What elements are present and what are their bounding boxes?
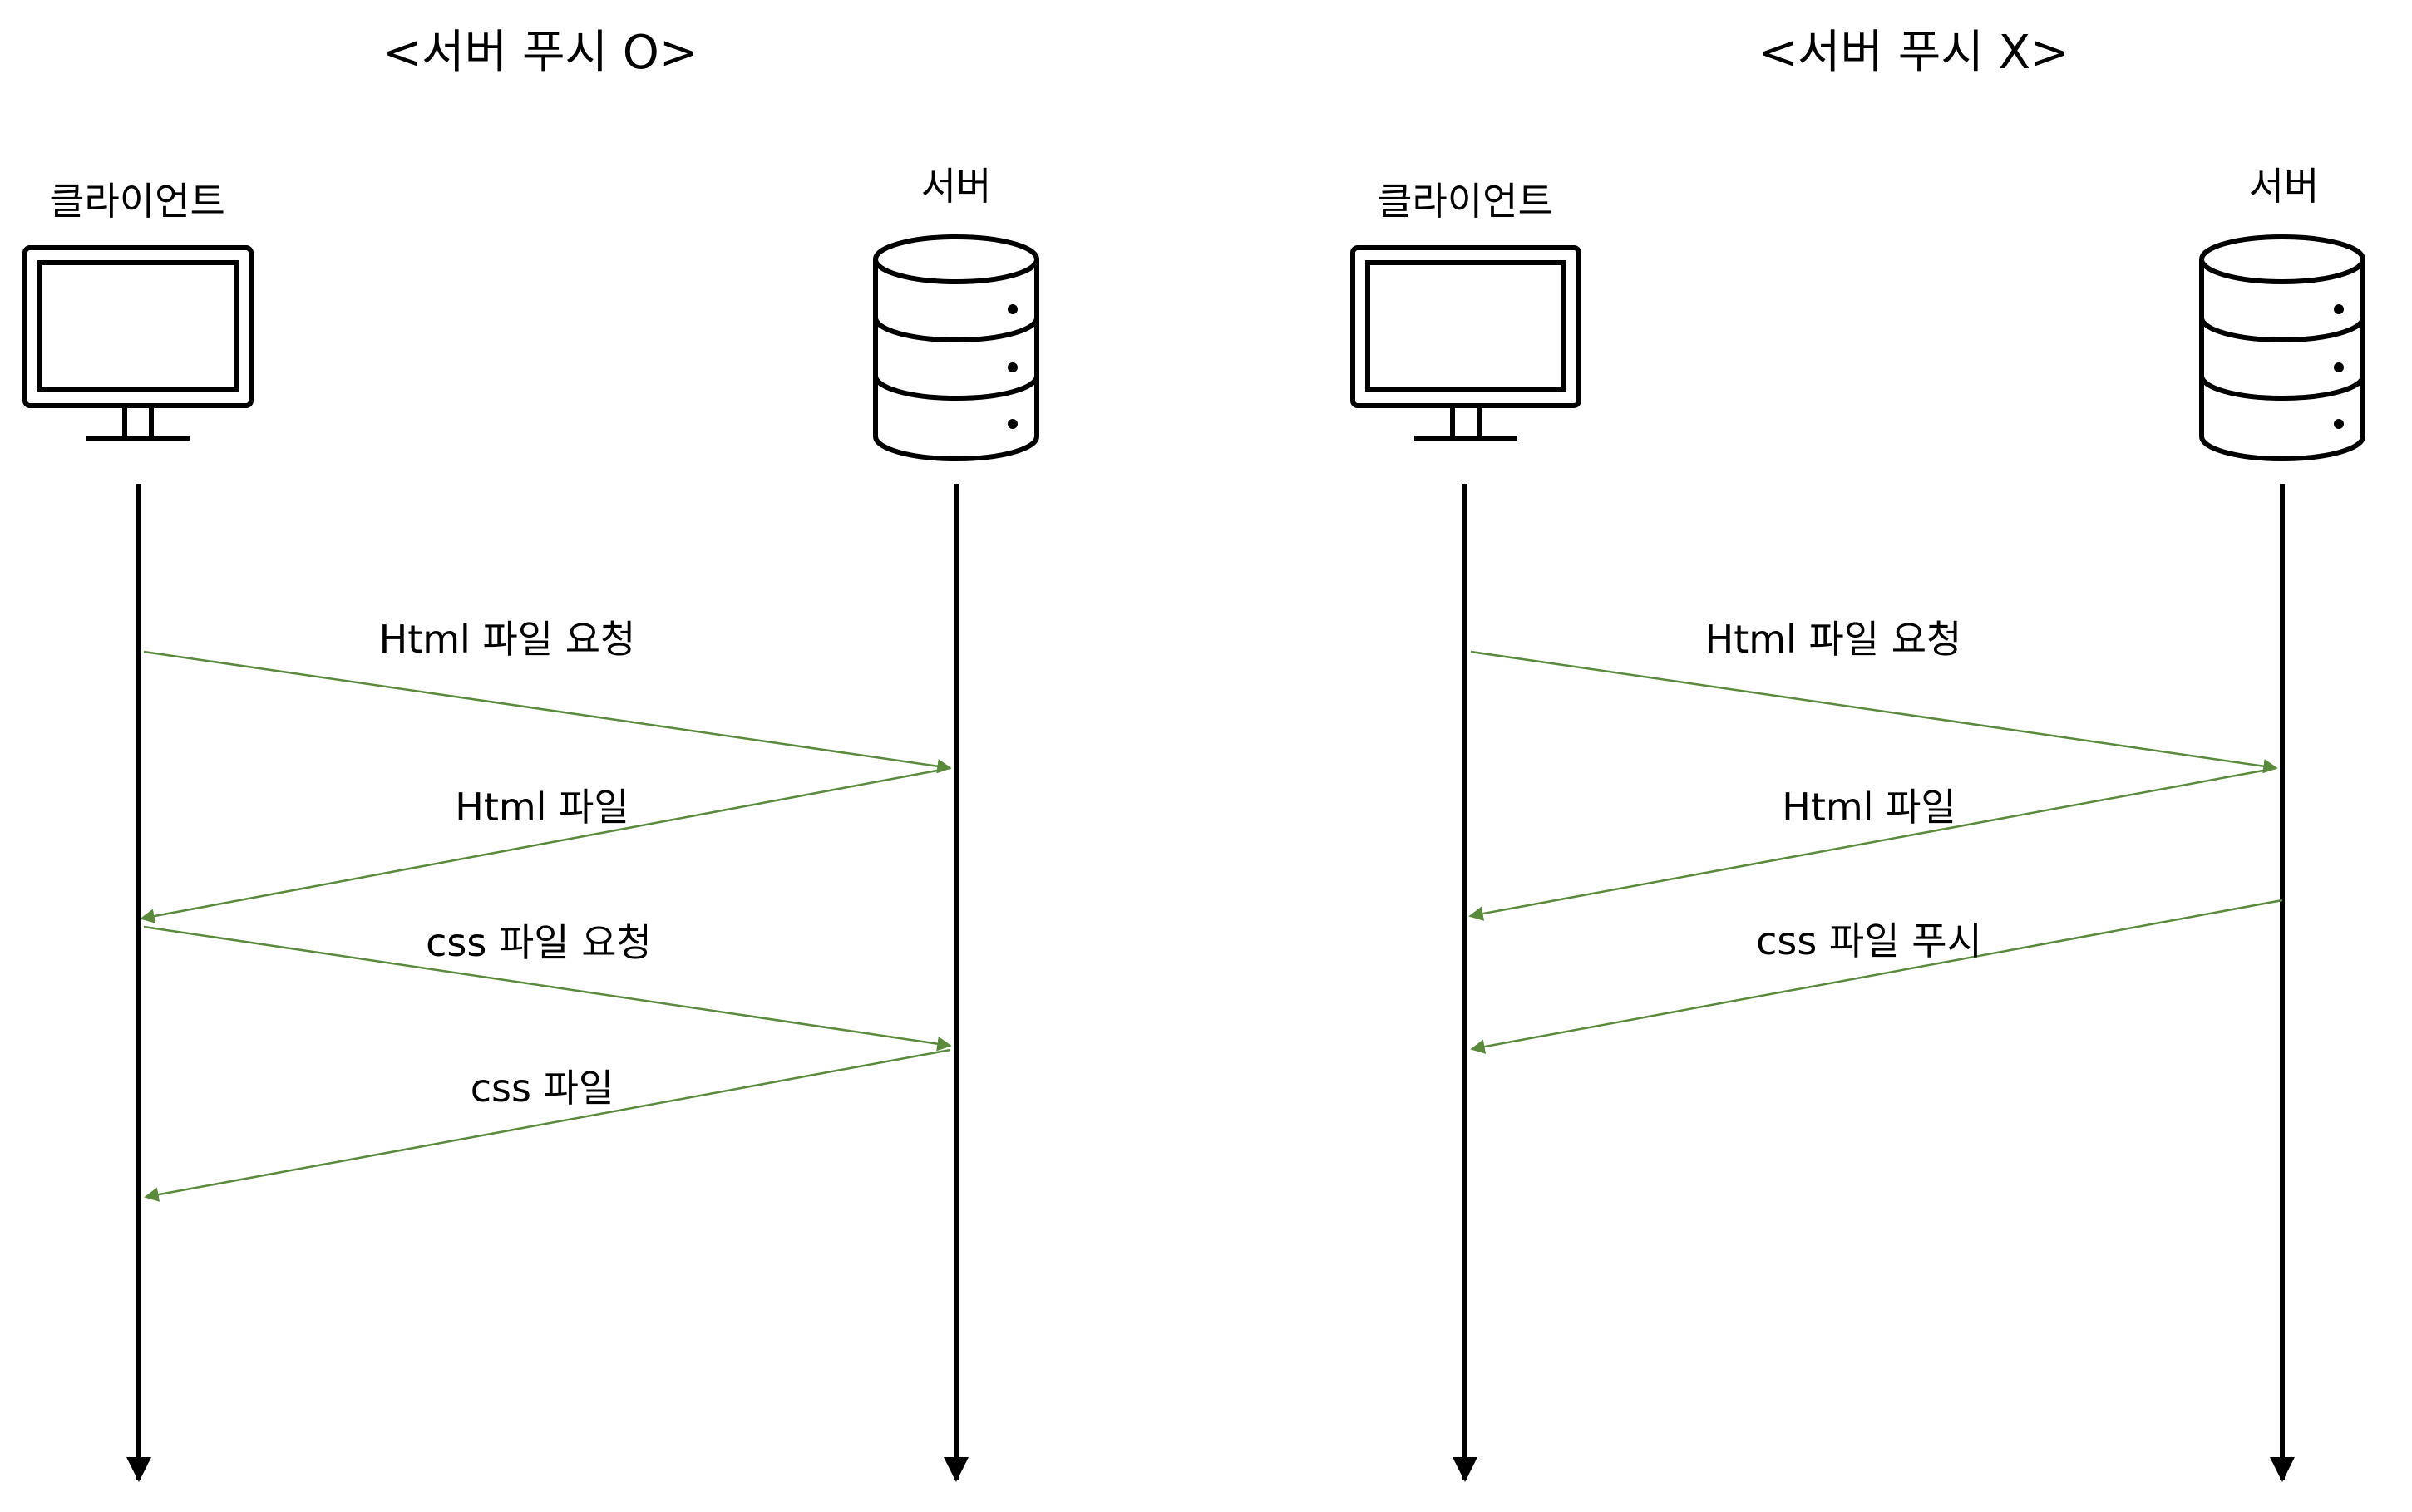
message-label: css 파일 xyxy=(471,1066,614,1111)
message-label: css 파일 푸시 xyxy=(1756,919,1982,963)
client-label: 클라이언트 xyxy=(49,179,225,224)
message: css 파일 요청 xyxy=(143,920,952,1052)
panel-title: <서버 푸시 X> xyxy=(1758,26,2069,80)
message-label: Html 파일 요청 xyxy=(1705,617,1962,662)
database-icon xyxy=(2199,234,2365,461)
message: css 파일 푸시 xyxy=(1470,899,2283,1054)
monitor-icon xyxy=(22,245,254,441)
message: css 파일 xyxy=(144,1048,951,1202)
monitor-icon xyxy=(1350,245,1581,441)
message: Html 파일 요청 xyxy=(143,617,952,774)
server-label: 서버 xyxy=(2249,164,2320,209)
message-label: css 파일 요청 xyxy=(426,920,652,965)
panel-without-push: <서버 푸시 X> 클라이언트 서버 Html 파일 요청 xyxy=(1350,26,2365,1482)
server-label: 서버 xyxy=(921,164,992,209)
message-label: Html 파일 xyxy=(455,785,629,830)
message-label: Html 파일 요청 xyxy=(379,617,636,662)
client-label: 클라이언트 xyxy=(1377,179,1553,224)
message-label: Html 파일 xyxy=(1782,785,1956,830)
message: Html 파일 xyxy=(140,766,951,923)
panel-title: <서버 푸시 O> xyxy=(382,26,698,80)
message: Html 파일 xyxy=(1468,766,2277,921)
database-icon xyxy=(873,234,1039,461)
panel-with-push: <서버 푸시 O> 클라이언트 서버 Html 파일 요청 xyxy=(22,26,1039,1482)
message: Html 파일 요청 xyxy=(1470,617,2278,774)
